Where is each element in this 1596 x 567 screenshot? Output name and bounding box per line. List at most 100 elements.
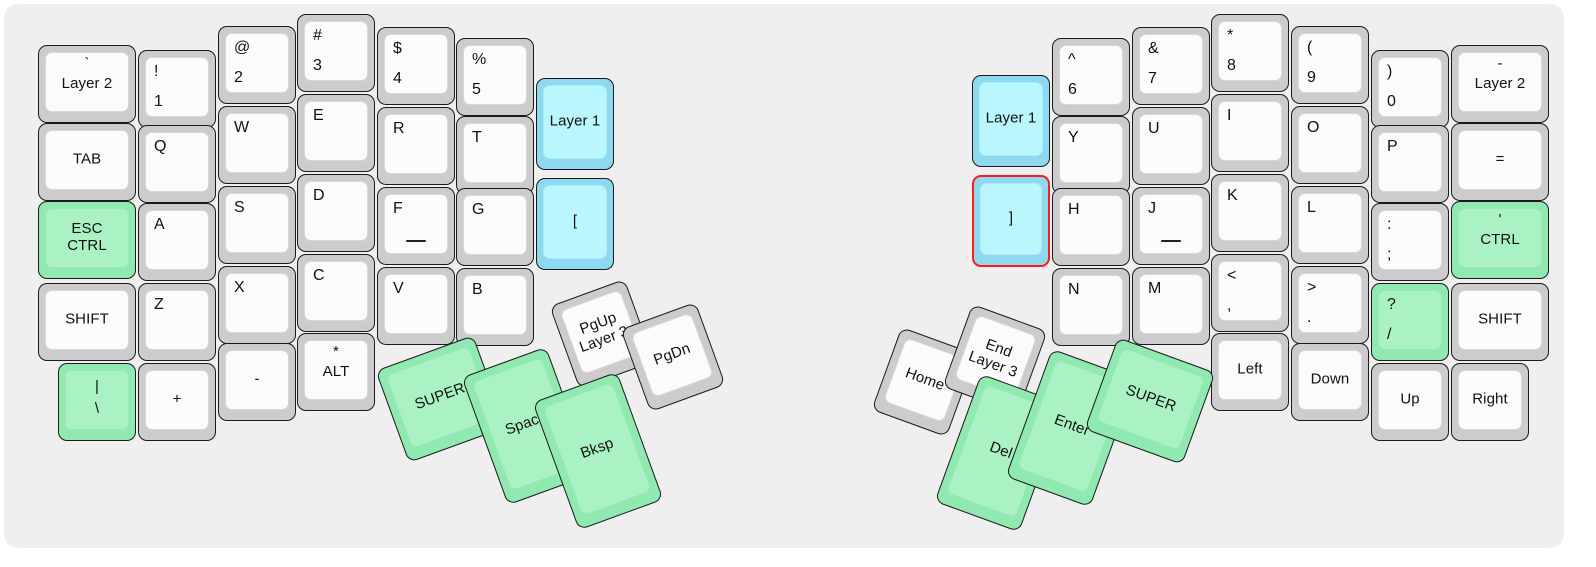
key-m[interactable]: M: [1132, 267, 1210, 345]
key-y[interactable]: Y: [1052, 116, 1130, 194]
key-shifted-legend: ^: [1068, 51, 1076, 68]
keycap-surface: C: [304, 261, 368, 321]
key-base-legend: H: [1068, 201, 1080, 218]
key-p[interactable]: P: [1371, 125, 1449, 203]
key-base-legend: 6: [1068, 81, 1077, 99]
key-[interactable]: :;: [1371, 203, 1449, 281]
key-base-legend: ESC CTRL: [67, 220, 107, 254]
key-v[interactable]: V: [377, 267, 455, 345]
key-base-legend: SHIFT: [1478, 310, 1522, 328]
key-shifted-legend: :: [1387, 216, 1392, 233]
key-u[interactable]: U: [1132, 107, 1210, 185]
key-shifted-legend: *: [1227, 27, 1234, 44]
keycap-surface: L: [1298, 193, 1362, 253]
key-b[interactable]: B: [456, 268, 534, 346]
key-base-legend: -: [254, 370, 260, 388]
key-[interactable]: ]: [972, 175, 1050, 267]
key-base-legend: K: [1227, 187, 1238, 204]
keycap-surface: $4: [384, 34, 448, 94]
key-left[interactable]: Left: [1211, 333, 1289, 411]
key-8[interactable]: *8: [1211, 14, 1289, 92]
key-g[interactable]: G: [456, 188, 534, 266]
key-[interactable]: [: [536, 178, 614, 270]
key-2[interactable]: @2: [218, 26, 296, 104]
key-[interactable]: +: [138, 363, 216, 441]
key-ctrl[interactable]: ESC CTRL: [38, 201, 136, 279]
key-alt[interactable]: *ALT: [297, 333, 375, 411]
key-ctrl[interactable]: 'CTRL: [1451, 201, 1549, 279]
key-layer-1[interactable]: Layer 1: [536, 78, 614, 170]
key-layer-2[interactable]: -Layer 2: [1451, 45, 1549, 123]
key-4[interactable]: $4: [377, 27, 455, 105]
key-w[interactable]: W: [218, 106, 296, 184]
key-s[interactable]: S: [218, 186, 296, 264]
key-shifted-legend: !: [154, 63, 159, 80]
key-d[interactable]: D: [297, 174, 375, 252]
keycap-surface: W: [225, 113, 289, 173]
key-up[interactable]: Up: [1371, 363, 1449, 441]
keycap-surface: SHIFT: [45, 290, 129, 350]
key-k[interactable]: K: [1211, 174, 1289, 252]
keycap-surface: H: [1059, 195, 1123, 255]
key-i[interactable]: I: [1211, 94, 1289, 172]
key-shift[interactable]: SHIFT: [38, 283, 136, 361]
key-base-legend: W: [234, 119, 250, 136]
keycap-surface: D: [304, 181, 368, 241]
key-[interactable]: -: [218, 343, 296, 421]
key-l[interactable]: L: [1291, 186, 1369, 264]
key-right[interactable]: Right: [1451, 363, 1529, 441]
key-h[interactable]: H: [1052, 188, 1130, 266]
key-base-legend: =: [1495, 150, 1505, 168]
key-down[interactable]: Down: [1291, 343, 1369, 421]
key-e[interactable]: E: [297, 94, 375, 172]
key-6[interactable]: ^6: [1052, 38, 1130, 116]
key-7[interactable]: &7: [1132, 27, 1210, 105]
key-base-legend: CTRL: [1480, 231, 1520, 249]
keycap-surface: SHIFT: [1458, 290, 1542, 350]
key-layer-2[interactable]: `Layer 2: [38, 45, 136, 123]
keycap-surface: #3: [304, 21, 368, 81]
key-base-legend: 9: [1307, 69, 1316, 87]
key-9[interactable]: (9: [1291, 26, 1369, 104]
key-1[interactable]: !1: [138, 50, 216, 128]
keycap-surface: [: [543, 185, 607, 259]
key-layer-1[interactable]: Layer 1: [972, 75, 1050, 167]
key-a[interactable]: A: [138, 203, 216, 281]
key-base-legend: B: [472, 281, 483, 298]
keycap-surface: )0: [1378, 57, 1442, 117]
key-base-legend: /: [1387, 326, 1392, 344]
key-j[interactable]: J: [1132, 187, 1210, 265]
key-r[interactable]: R: [377, 107, 455, 185]
key-z[interactable]: Z: [138, 283, 216, 361]
key-o[interactable]: O: [1291, 106, 1369, 184]
keycap-surface: >.: [1298, 273, 1362, 333]
key-[interactable]: <,: [1211, 254, 1289, 332]
key-x[interactable]: X: [218, 266, 296, 344]
keycap-surface: *8: [1218, 21, 1282, 81]
key-0[interactable]: )0: [1371, 50, 1449, 128]
key-f[interactable]: F: [377, 187, 455, 265]
key-q[interactable]: Q: [138, 125, 216, 203]
keycap-surface: TAB: [45, 130, 129, 190]
key-5[interactable]: %5: [456, 38, 534, 116]
keycap-surface: 'CTRL: [1458, 208, 1542, 268]
key-n[interactable]: N: [1052, 268, 1130, 346]
key-3[interactable]: #3: [297, 14, 375, 92]
key-shift[interactable]: SHIFT: [1451, 283, 1549, 361]
key-base-legend: [: [572, 212, 578, 230]
keycap-surface: (9: [1298, 33, 1362, 93]
key-[interactable]: =: [1451, 123, 1549, 201]
key-tab[interactable]: TAB: [38, 123, 136, 201]
key-base-legend: Y: [1068, 129, 1079, 146]
key-base-legend: +: [172, 390, 182, 408]
key-t[interactable]: T: [456, 116, 534, 194]
keycap-surface: Y: [1059, 123, 1123, 183]
key-[interactable]: >.: [1291, 266, 1369, 344]
keycap-surface: %5: [463, 45, 527, 105]
key-[interactable]: ?/: [1371, 283, 1449, 361]
key-base-legend: A: [154, 216, 165, 233]
key-[interactable]: |\: [58, 363, 136, 441]
key-base-legend: Z: [154, 296, 164, 313]
keycap-surface: ]: [980, 183, 1042, 255]
key-c[interactable]: C: [297, 254, 375, 332]
